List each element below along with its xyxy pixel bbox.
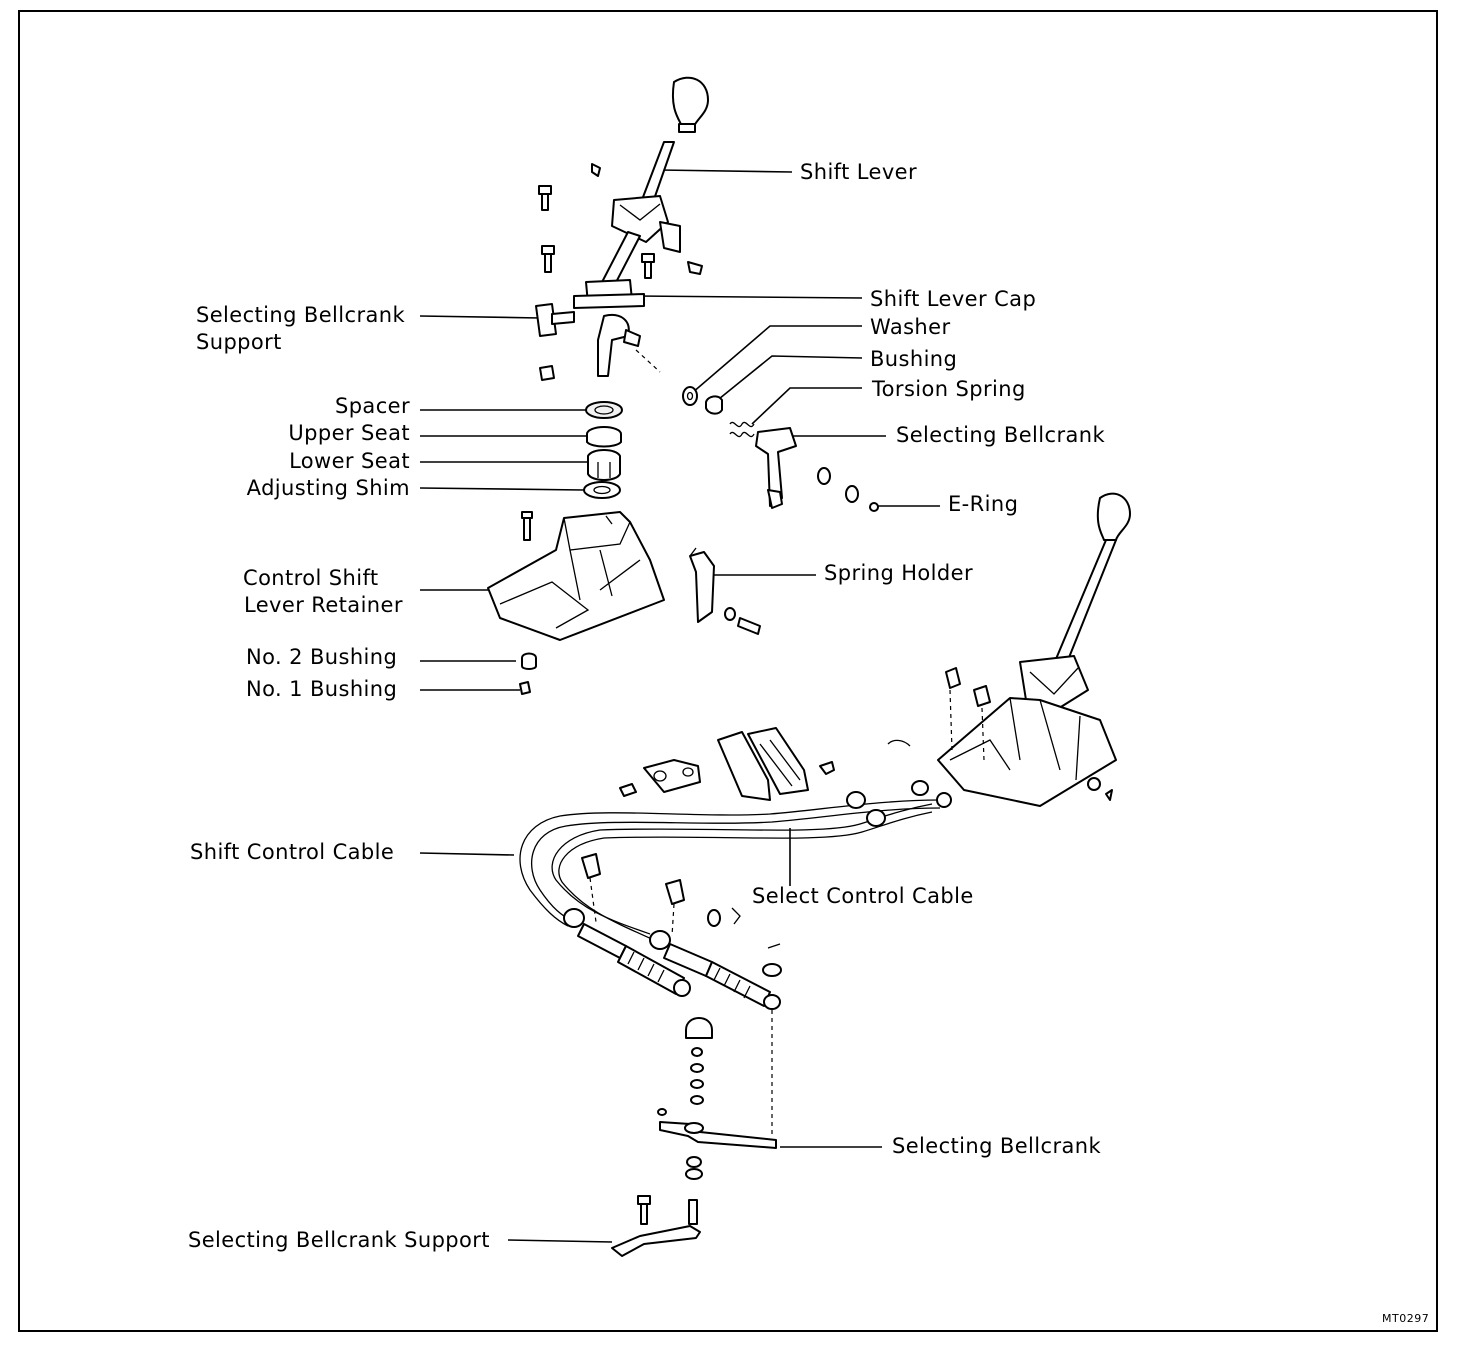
label-select-control-cable: Select Control Cable bbox=[752, 884, 974, 908]
label-adjusting-shim: Adjusting Shim bbox=[246, 476, 410, 500]
shift-lever-cap-part bbox=[573, 279, 661, 377]
figure-code: MT0297 bbox=[1382, 1312, 1430, 1325]
label-washer: Washer bbox=[870, 315, 951, 339]
label-bushing: Bushing bbox=[870, 347, 958, 371]
cable-bracket-parts bbox=[619, 727, 835, 801]
label-shift-control-cable: Shift Control Cable bbox=[190, 840, 395, 864]
spacer-seat-shim-parts bbox=[583, 401, 623, 499]
lower-bellcrank-stack-part bbox=[611, 1010, 777, 1257]
label-selecting-bellcrank-support-top-1: Selecting Bellcrank bbox=[196, 303, 406, 327]
label-shift-lever: Shift Lever bbox=[800, 160, 918, 184]
leader-lines bbox=[419, 169, 940, 1243]
lower-shift-lever-assembly-part bbox=[887, 492, 1131, 807]
label-upper-seat: Upper Seat bbox=[288, 421, 410, 445]
label-selecting-bellcrank-lower: Selecting Bellcrank bbox=[892, 1134, 1102, 1158]
label-no1-bushing: No. 1 Bushing bbox=[246, 677, 398, 701]
label-spacer: Spacer bbox=[334, 394, 410, 418]
label-lower-seat: Lower Seat bbox=[289, 449, 410, 473]
label-selecting-bellcrank-support-bottom: Selecting Bellcrank Support bbox=[188, 1228, 490, 1252]
bolts-upper bbox=[538, 163, 703, 381]
washer-bushing-spring-parts bbox=[682, 386, 879, 512]
label-control-shift-2: Lever Retainer bbox=[244, 593, 403, 617]
control-cables-part bbox=[519, 780, 952, 1010]
label-selecting-bellcrank-support-top-2: Support bbox=[196, 330, 282, 354]
label-shift-lever-cap: Shift Lever Cap bbox=[870, 287, 1037, 311]
label-spring-holder: Spring Holder bbox=[824, 561, 974, 585]
shift-lever-part bbox=[599, 76, 709, 291]
label-e-ring: E-Ring bbox=[948, 492, 1019, 516]
cable-clips-parts bbox=[581, 853, 782, 977]
selecting-bellcrank-support-top-part bbox=[535, 303, 575, 337]
control-shift-lever-retainer-part bbox=[487, 511, 665, 695]
label-torsion-spring: Torsion Spring bbox=[872, 377, 1026, 401]
spring-holder-part bbox=[689, 547, 761, 635]
label-no2-bushing: No. 2 Bushing bbox=[246, 645, 398, 669]
label-selecting-bellcrank-upper: Selecting Bellcrank bbox=[896, 423, 1106, 447]
label-control-shift-1: Control Shift bbox=[243, 566, 379, 590]
diagram-frame bbox=[18, 10, 1438, 1332]
